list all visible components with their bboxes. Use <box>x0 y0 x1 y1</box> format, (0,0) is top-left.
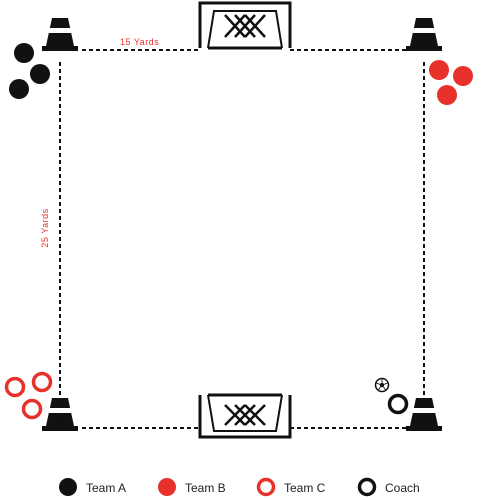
legend-marker-team-a <box>59 478 77 496</box>
goal-icon <box>198 1 292 50</box>
cone-icon <box>42 18 78 51</box>
team-c-player <box>21 398 43 420</box>
team-a-player <box>30 64 50 84</box>
team-b-player <box>429 60 449 80</box>
team-a-player <box>14 43 34 63</box>
legend-marker-team-c <box>256 477 276 497</box>
team-b-group <box>429 60 473 105</box>
legend-marker-coach <box>357 477 377 497</box>
legend: Team A Team B Team C Coach <box>59 477 420 497</box>
cone-icon <box>42 398 78 431</box>
length-dimension-label: 25 Yards <box>40 208 50 247</box>
team-c-group <box>4 371 53 420</box>
legend-label-team-a: Team A <box>86 481 126 495</box>
legend-label-team-b: Team B <box>185 481 226 495</box>
team-b-player <box>437 85 457 105</box>
field-boundary <box>59 49 425 429</box>
legend-marker-team-b <box>158 478 176 496</box>
width-dimension-label: 15 Yards <box>120 37 159 47</box>
team-c-player <box>31 371 53 393</box>
legend-label-team-c: Team C <box>284 481 326 495</box>
team-a-group <box>9 43 50 99</box>
cone-icon <box>406 18 442 51</box>
legend-label-coach: Coach <box>385 481 420 495</box>
soccer-ball-icon <box>374 377 390 393</box>
team-a-player <box>9 79 29 99</box>
goal-icon <box>198 393 292 439</box>
coach-marker <box>387 393 409 415</box>
team-c-player <box>4 376 26 398</box>
team-b-player <box>453 66 473 86</box>
cone-icon <box>406 398 442 431</box>
